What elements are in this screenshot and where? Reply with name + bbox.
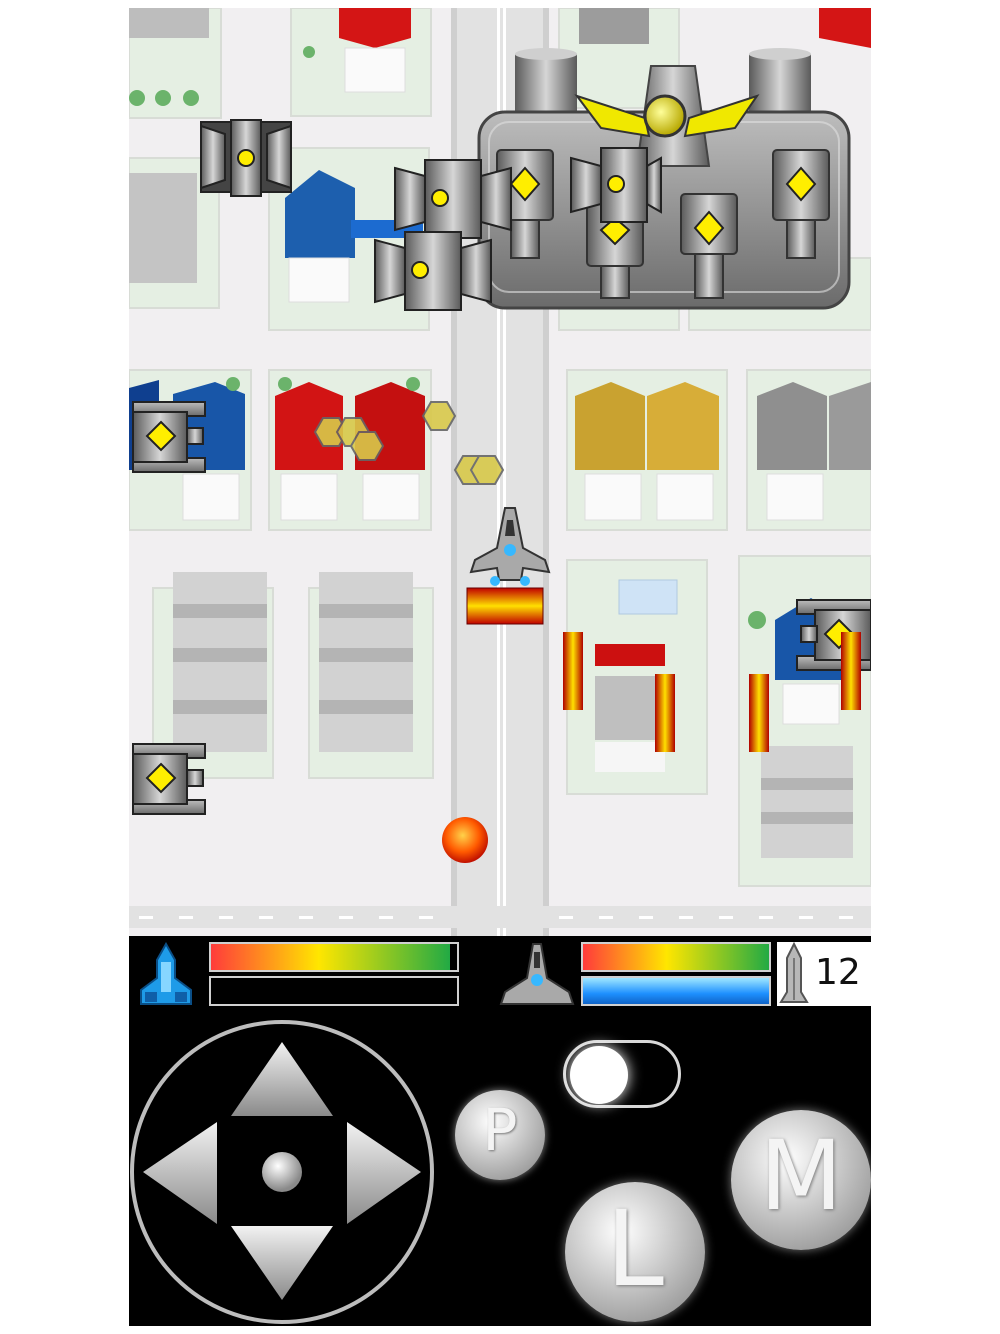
enemy-shield-bar xyxy=(581,976,771,1006)
cross-road xyxy=(129,906,871,928)
enemy-drone xyxy=(200,119,292,197)
dpad-up-arrow[interactable] xyxy=(231,1042,333,1116)
dpad-right-arrow[interactable] xyxy=(347,1122,421,1224)
enemy-health-fill xyxy=(583,944,769,970)
enemy-tank xyxy=(132,743,206,815)
missile-label: M xyxy=(759,1120,843,1232)
dpad-left-arrow[interactable] xyxy=(143,1122,217,1224)
enemy-drone xyxy=(394,159,512,239)
enemy-health-bar xyxy=(581,942,771,972)
controls: P L M xyxy=(129,1006,871,1326)
player-health-bar xyxy=(209,942,459,972)
player-charge-bar xyxy=(209,976,459,1006)
missile-counter: 12 xyxy=(777,942,871,1006)
enemy-bullet xyxy=(313,401,505,485)
enemy-drone xyxy=(374,231,492,311)
dpad[interactable] xyxy=(129,1016,441,1326)
boss-enemy xyxy=(477,48,851,310)
game-screen: 12 P L xyxy=(129,8,871,1326)
dpad-down-arrow[interactable] xyxy=(231,1226,333,1300)
hud: 12 xyxy=(129,936,871,1006)
enemy-laser xyxy=(841,632,861,710)
toggle-knob xyxy=(570,1046,628,1104)
laser-label: L xyxy=(606,1188,664,1310)
player-health-fill xyxy=(211,944,450,970)
enemy-laser xyxy=(655,674,675,752)
enemy-laser xyxy=(749,674,769,752)
missile-button[interactable]: M xyxy=(731,1110,871,1250)
player-shot xyxy=(466,587,544,625)
enemy-laser xyxy=(563,632,583,710)
dpad-center[interactable] xyxy=(262,1152,302,1192)
blue-ship-icon xyxy=(140,942,192,1005)
pause-button[interactable]: P xyxy=(455,1090,545,1180)
pause-label: P xyxy=(482,1096,518,1164)
laser-button[interactable]: L xyxy=(565,1182,705,1322)
grey-ship-icon xyxy=(499,943,575,1005)
enemy-shield-fill xyxy=(583,978,769,1004)
missile-count: 12 xyxy=(815,952,861,993)
enemy-orb xyxy=(442,817,488,863)
toggle-switch[interactable] xyxy=(563,1040,681,1108)
player-ship xyxy=(469,507,551,586)
playfield xyxy=(129,8,871,936)
enemy-tank xyxy=(132,401,206,473)
missile-icon xyxy=(779,942,809,1003)
